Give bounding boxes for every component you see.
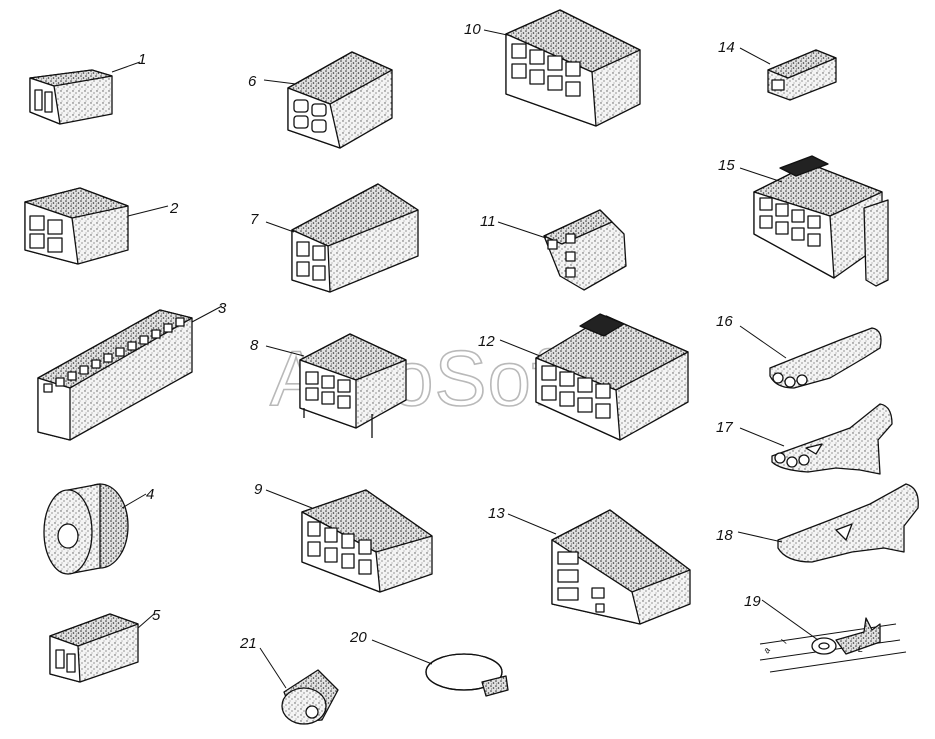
connector-6 [263,51,393,149]
callout-21: 21 [239,635,257,652]
connector-8 [265,333,407,438]
connector-9 [265,489,433,593]
callout-13: 13 [488,505,505,522]
connector-5 [49,613,155,683]
callout-6: 6 [248,73,257,90]
callout-15: 15 [718,157,735,174]
callout-9: 9 [254,481,263,498]
callout-10: 10 [464,21,481,38]
callout-1: 1 [138,51,146,68]
terminal-19: a l L [759,599,907,673]
terminal-18 [737,483,919,563]
terminal-17 [739,403,893,475]
grommet-21 [259,647,339,725]
dim-L-label: L [858,644,863,654]
callout-11: 11 [480,213,496,230]
callout-20: 20 [349,629,367,646]
connector-14 [739,47,837,101]
callout-16: 16 [716,313,733,330]
dim-l-label: l [779,637,789,645]
connector-15 [739,155,889,287]
callout-5: 5 [152,607,161,624]
callout-17: 17 [716,419,733,436]
connector-11 [497,209,627,291]
callout-8: 8 [250,337,259,354]
callout-3: 3 [218,300,227,317]
callout-7: 7 [250,211,259,228]
callout-4: 4 [146,486,154,503]
callout-18: 18 [716,527,733,544]
callout-12: 12 [478,333,495,350]
grommet-4 [43,483,147,575]
clamp-20 [371,639,509,697]
connector-12 [499,313,689,441]
connector-13 [507,509,691,625]
connector-2 [24,187,169,265]
connector-10 [483,9,641,127]
callout-19: 19 [744,593,761,610]
connector-1 [29,61,141,125]
connector-3 [37,305,223,441]
callout-2: 2 [169,200,179,217]
dim-a-label: a [761,646,772,655]
callout-14: 14 [718,39,735,56]
connector-7 [265,183,419,293]
terminal-16 [739,325,882,389]
